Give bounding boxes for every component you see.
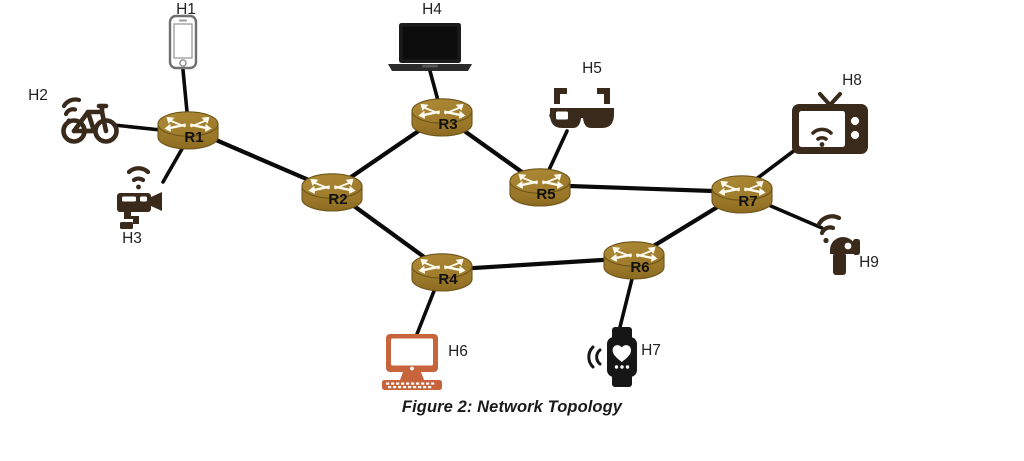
router-label-r4: R4	[438, 271, 458, 288]
link-h5-r5	[546, 129, 569, 174]
smartphone-icon	[168, 14, 198, 70]
host-label-h6: H6	[448, 343, 468, 360]
router-label-r7: R7	[738, 193, 757, 210]
bicycle-wifi-icon	[64, 99, 117, 141]
router-label-r2: R2	[328, 191, 347, 208]
host-node-h3[interactable]	[117, 168, 162, 229]
router-node-r3[interactable]: R3	[411, 98, 473, 137]
link-r5-r7	[537, 182, 745, 195]
link-h7-r6	[617, 273, 635, 333]
host-label-h5: H5	[582, 60, 602, 77]
host-label-h1: H1	[176, 1, 196, 18]
host-node-h2[interactable]	[64, 99, 117, 141]
host-label-h9: H9	[859, 254, 879, 271]
host-node-h6[interactable]	[382, 334, 442, 390]
link-h8-r7	[753, 148, 797, 182]
routers-layer: R1 R2 R3 R4 R5 R6	[157, 98, 773, 292]
router-label-r1: R1	[184, 129, 203, 146]
figure-caption: Figure 2: Network Topology	[401, 398, 623, 416]
host-labels-layer: H1 H2 H3 H4 H5 H6 H7 H8 H9	[28, 1, 879, 360]
host-label-h7: H7	[641, 342, 661, 359]
smart-tv-wifi-icon	[790, 92, 870, 156]
router-node-r5[interactable]: R5	[509, 168, 571, 207]
router-node-r4[interactable]: R4	[411, 253, 473, 292]
router-label-r3: R3	[438, 116, 457, 133]
router-label-r5: R5	[536, 186, 555, 203]
smart-glasses-icon	[549, 88, 614, 128]
host-label-h3: H3	[122, 230, 142, 247]
host-label-h2: H2	[28, 87, 48, 104]
router-node-r2[interactable]: R2	[301, 173, 363, 212]
laptop-icon	[388, 23, 472, 71]
host-node-h4[interactable]	[388, 23, 472, 71]
router-node-r7[interactable]: R7	[711, 175, 773, 214]
smartwatch-icon	[587, 325, 639, 389]
router-node-r6[interactable]: R6	[603, 241, 665, 280]
router-label-r6: R6	[630, 259, 649, 276]
security-camera-wifi-icon	[117, 168, 162, 229]
host-node-h8[interactable]	[790, 92, 870, 156]
smart-speaker-wifi-icon	[819, 216, 860, 275]
host-node-h1[interactable]	[168, 14, 198, 70]
host-node-h9[interactable]	[819, 216, 860, 275]
desktop-computer-icon	[382, 334, 442, 390]
host-node-h7[interactable]	[587, 325, 639, 389]
host-node-h5[interactable]	[549, 88, 614, 128]
link-h6-r4	[415, 284, 438, 336]
link-r4-r6	[439, 255, 637, 273]
host-label-h8: H8	[842, 72, 862, 89]
host-label-h4: H4	[422, 1, 442, 18]
router-node-r1[interactable]: R1	[157, 111, 219, 150]
